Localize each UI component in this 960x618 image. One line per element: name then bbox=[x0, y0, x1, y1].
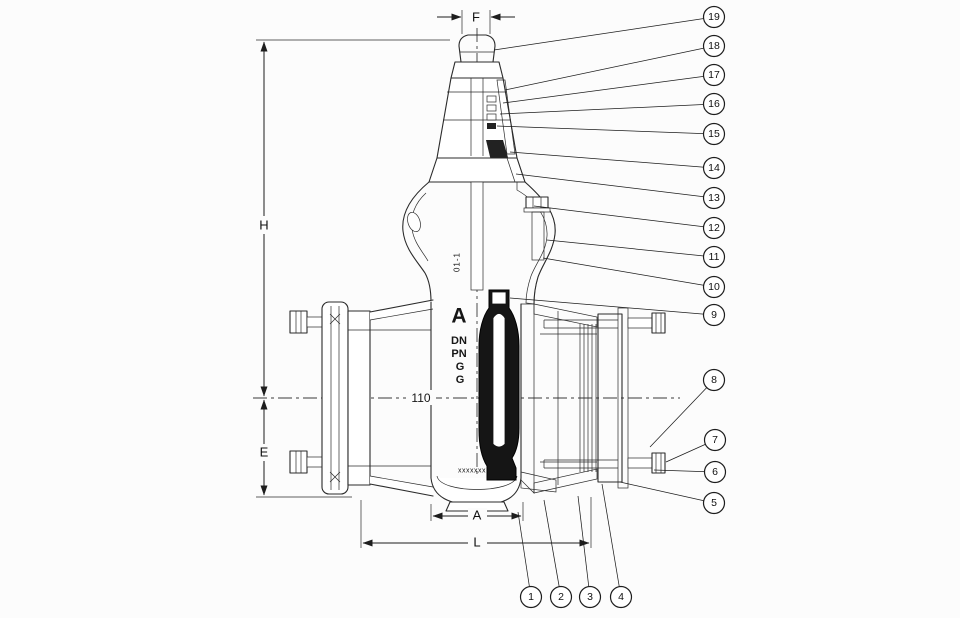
callout-10: 10 bbox=[702, 275, 726, 299]
right-bell-bottom-wall bbox=[533, 468, 598, 494]
bonnet-boss bbox=[407, 211, 421, 233]
callout-17-number: 17 bbox=[708, 69, 720, 81]
callout-18-number: 18 bbox=[708, 40, 720, 52]
bonnet-seal bbox=[486, 140, 509, 161]
callout-3-number: 3 bbox=[587, 591, 593, 603]
dimension-H: H bbox=[254, 39, 450, 397]
wedge bbox=[478, 289, 520, 481]
marking-size-110: 110 bbox=[411, 391, 430, 405]
dim-label-L: L bbox=[473, 535, 480, 550]
callout-8: 8 bbox=[702, 368, 726, 392]
callout-10-number: 10 bbox=[708, 281, 720, 293]
dimension-F: F bbox=[437, 10, 515, 34]
callouts: 19 18 17 16 15 14 13 12 11 10 9 8 7 6 5 … bbox=[519, 5, 727, 609]
callout-15: 15 bbox=[702, 122, 726, 146]
dim-label-E: E bbox=[260, 445, 269, 460]
callout-15-number: 15 bbox=[708, 128, 720, 140]
callout-18: 18 bbox=[702, 34, 726, 58]
callout-16-number: 16 bbox=[708, 98, 720, 110]
callout-17: 17 bbox=[702, 63, 726, 87]
dim-label-F: F bbox=[472, 10, 480, 25]
right-gland-lip bbox=[617, 307, 629, 489]
callout-9-number: 9 bbox=[711, 309, 717, 321]
plate-cross-marks bbox=[329, 313, 341, 483]
callout-2-number: 2 bbox=[558, 591, 564, 603]
left-gland-plate bbox=[321, 301, 349, 495]
callout-19: 19 bbox=[702, 5, 726, 29]
callout-1: 1 bbox=[519, 585, 543, 609]
callout-14: 14 bbox=[702, 156, 726, 180]
dimensions: F H E A L bbox=[254, 10, 592, 550]
marking-g2: G bbox=[456, 374, 465, 386]
stem-seal-rings bbox=[486, 95, 497, 129]
callout-11: 11 bbox=[702, 245, 726, 269]
callout-4: 4 bbox=[609, 585, 633, 609]
callout-19-number: 19 bbox=[708, 11, 720, 23]
right-top-bolt bbox=[543, 312, 666, 334]
marking-g1: G bbox=[456, 361, 465, 373]
marking-pn: PN bbox=[451, 348, 466, 360]
left-gland-follower bbox=[347, 310, 371, 486]
bonnet bbox=[436, 77, 518, 161]
callout-3: 3 bbox=[578, 585, 602, 609]
wedge-nut bbox=[491, 291, 507, 305]
callout-5: 5 bbox=[702, 491, 726, 515]
cast-markings: A DN PN G G 110 xxxxxxx 01-1 bbox=[406, 252, 486, 475]
callout-11-number: 11 bbox=[709, 251, 720, 263]
body-centre bbox=[430, 301, 557, 512]
callout-2: 2 bbox=[549, 585, 573, 609]
callout-1-number: 1 bbox=[528, 591, 534, 603]
callout-6-number: 6 bbox=[712, 466, 718, 478]
callout-13-number: 13 bbox=[708, 192, 720, 204]
left-top-bolt bbox=[289, 310, 323, 334]
callout-13: 13 bbox=[702, 186, 726, 210]
wedge-core bbox=[492, 313, 506, 448]
callout-16: 16 bbox=[702, 92, 726, 116]
right-gland-ring bbox=[597, 313, 623, 483]
callout-9: 9 bbox=[702, 303, 726, 327]
brand-logo: A bbox=[451, 305, 466, 328]
valve-body-drawing bbox=[289, 34, 666, 512]
callout-14-number: 14 bbox=[708, 162, 720, 174]
leader-lines bbox=[493, 16, 716, 598]
right-bell-top-wall bbox=[533, 303, 598, 328]
right-socket-assembly bbox=[533, 303, 666, 494]
bolt-shank bbox=[531, 211, 545, 261]
dim-label-H: H bbox=[259, 218, 268, 233]
left-bottom-bolt bbox=[289, 450, 323, 474]
left-bell bbox=[369, 299, 434, 497]
callout-12: 12 bbox=[702, 216, 726, 240]
bonnet-wall-section bbox=[496, 79, 516, 155]
marking-serial: xxxxxxx bbox=[458, 468, 486, 475]
bolt-washer bbox=[523, 207, 551, 213]
wiper-seal bbox=[487, 123, 496, 129]
dim-label-A: A bbox=[473, 508, 482, 523]
dimension-A: A bbox=[430, 502, 524, 523]
callout-7: 7 bbox=[703, 428, 727, 452]
bonnet-bolt bbox=[523, 196, 551, 261]
callout-5-number: 5 bbox=[711, 497, 717, 509]
right-bottom-bolt bbox=[543, 452, 666, 474]
callout-12-number: 12 bbox=[708, 222, 720, 234]
bonnet-flange bbox=[428, 157, 526, 183]
seat-section bbox=[520, 471, 557, 493]
left-socket-assembly bbox=[289, 299, 434, 497]
marking-cast-code: 01-1 bbox=[453, 252, 462, 272]
stem-cap bbox=[450, 34, 504, 79]
grip-rings bbox=[579, 324, 597, 472]
callout-6: 6 bbox=[703, 460, 727, 484]
marking-dn: DN bbox=[451, 335, 467, 347]
callout-4-number: 4 bbox=[618, 591, 624, 603]
stem bbox=[470, 181, 484, 291]
callout-8-number: 8 bbox=[711, 374, 717, 386]
callout-7-number: 7 bbox=[712, 434, 718, 446]
dimension-E: E bbox=[254, 399, 352, 498]
valve-foot bbox=[445, 501, 509, 512]
